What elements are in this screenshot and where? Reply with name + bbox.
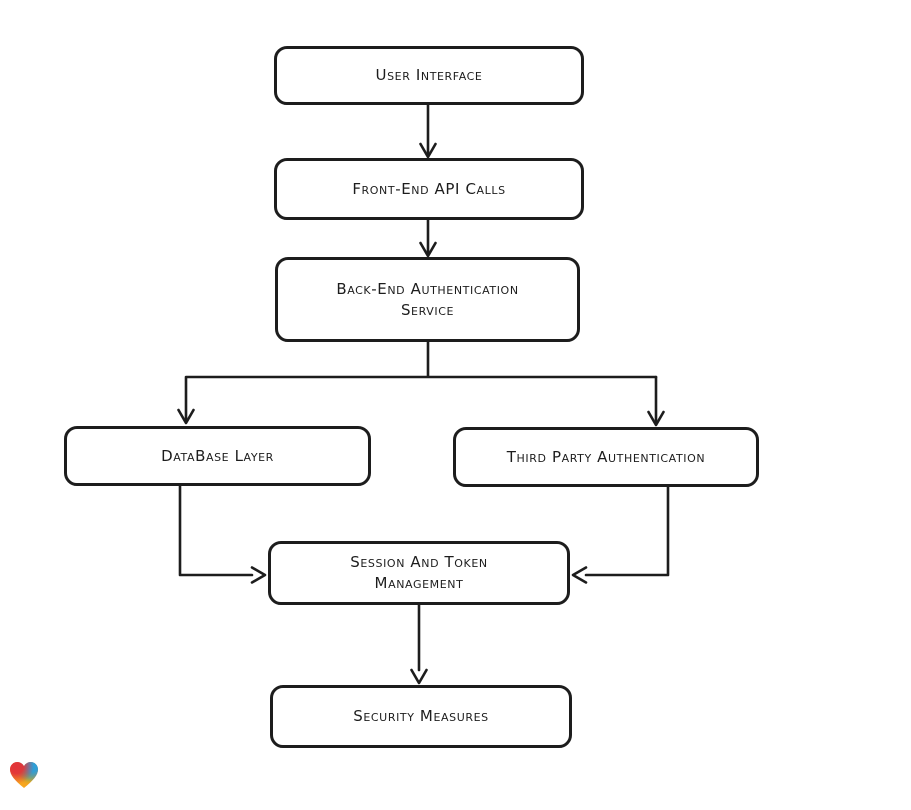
node-label: Third Party Authentication (506, 447, 706, 466)
node-front-end-api-calls[interactable]: Front-End API Calls (274, 158, 584, 220)
node-back-end-authentication-service[interactable]: Back-End Authentication Service (275, 257, 580, 342)
edge-front-end-api-calls-to-back-end-authentication-service[interactable] (419, 218, 437, 258)
node-user-interface[interactable]: User Interface (274, 46, 584, 105)
edge-database-layer-to-session-and-token-management[interactable] (178, 484, 267, 584)
edge-line (584, 485, 670, 577)
heart-logo[interactable] (9, 761, 39, 789)
arrowhead-down-icon (419, 142, 437, 159)
arrowhead-down-icon (410, 668, 428, 685)
node-third-party-authentication[interactable]: Third Party Authentication (453, 427, 759, 487)
node-session-and-token-management[interactable]: Session And Token Management (268, 541, 570, 605)
edge-line (178, 484, 254, 577)
arrowhead-right-icon (250, 566, 267, 584)
node-label: Security Measures (353, 707, 489, 725)
edge-line (184, 340, 658, 422)
node-database-layer[interactable]: DataBase Layer (64, 426, 371, 486)
arrowhead-down-icon (647, 410, 665, 427)
edge-third-party-authentication-to-session-and-token-management[interactable] (571, 485, 670, 584)
edge-session-and-token-management-to-security-measures[interactable] (410, 603, 428, 685)
node-label: User Interface (375, 66, 483, 84)
node-label: Front-End API Calls (352, 179, 506, 198)
edge-user-interface-to-front-end-api-calls[interactable] (419, 103, 437, 159)
arrowhead-down-icon (419, 241, 437, 258)
heart-icon (9, 761, 39, 789)
node-security-measures[interactable]: Security Measures (270, 685, 572, 748)
node-label: DataBase Layer (161, 446, 274, 465)
edge-back-end-authentication-service-to-third-party-authentication[interactable] (647, 375, 665, 427)
node-label: Back-End Authentication Service (336, 279, 519, 319)
node-label: Session And Token Management (350, 553, 488, 592)
arrowhead-down-icon (177, 408, 195, 425)
edge-back-end-authentication-service-to-database-layer[interactable] (177, 340, 658, 425)
arrowhead-left-icon (571, 566, 588, 584)
